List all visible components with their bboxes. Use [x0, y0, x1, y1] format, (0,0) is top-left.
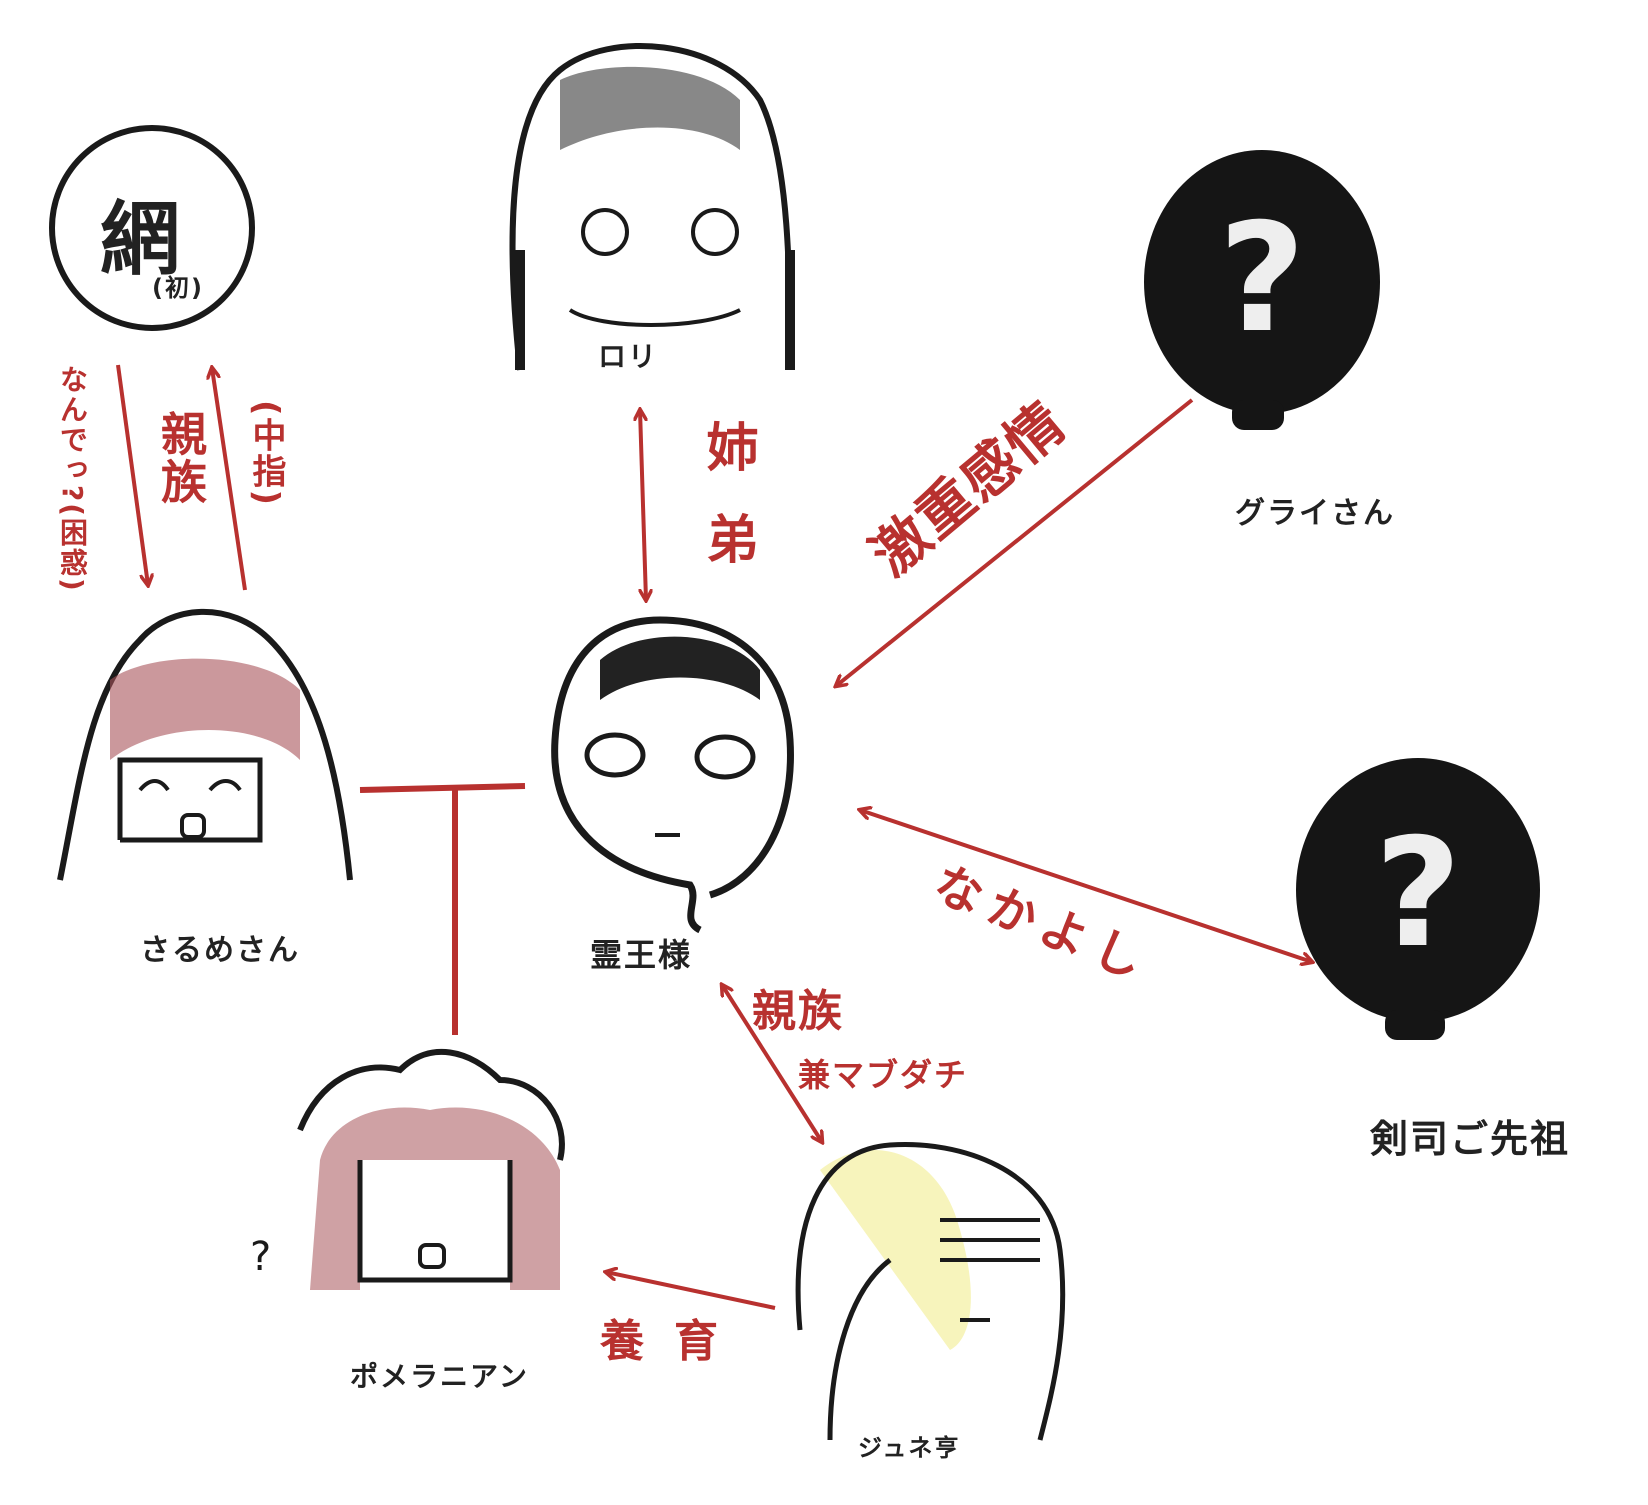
pomeranian-name: ポメラニアン [350, 1360, 529, 1393]
relation-loli-reiou: 姉弟 [697, 420, 757, 604]
gurai-name: グライさん [1235, 496, 1395, 531]
arrow-reiou-june [722, 985, 822, 1142]
sarume-face [57, 608, 353, 881]
reiou-face [551, 616, 794, 934]
ami-name: 網 [100, 193, 182, 286]
arrow-gurai-to-reiou [836, 398, 1194, 686]
ami-note: (初) [152, 274, 204, 302]
loli-name: ロリ [598, 340, 659, 373]
arrow-reiou-kenji [860, 810, 1312, 962]
relation-reiou-june-sub: 兼マブダチ [798, 1056, 969, 1094]
loli-face [509, 43, 795, 371]
june-face [795, 1141, 1066, 1441]
relation-reiou-june: 親族 [752, 986, 844, 1037]
pomeranian-face [297, 1048, 565, 1290]
arrow-sarume-to-ami [212, 368, 247, 591]
kenji-question-mark: ? [1374, 807, 1461, 981]
relation-june-to-pomeranian: 養育 [600, 1316, 748, 1367]
relation-ami-sarume: 親族 [154, 410, 208, 506]
sarume-name: さるめさん [140, 933, 300, 968]
gurai-question-mark: ? [1218, 192, 1305, 366]
reiou-name: 霊王様 [590, 936, 693, 974]
ami-circle [49, 125, 255, 331]
gurai-silhouette [1144, 150, 1380, 430]
relation-ami-to-sarume: なんでっ?(困惑) [56, 365, 89, 593]
kenji-name: 剣司ご先祖 [1370, 1117, 1571, 1161]
pomeranian-question-mark: ? [250, 1234, 271, 1280]
marriage-connector [359, 783, 526, 1035]
kenji-silhouette [1296, 758, 1540, 1040]
relation-sarume-to-ami: (中指) [246, 400, 286, 508]
arrow-ami-to-sarume [116, 364, 148, 585]
arrow-loli-reiou [640, 410, 646, 600]
arrow-june-to-pomeranian [606, 1272, 776, 1310]
june-name: ジュネ亨 [858, 1434, 961, 1462]
